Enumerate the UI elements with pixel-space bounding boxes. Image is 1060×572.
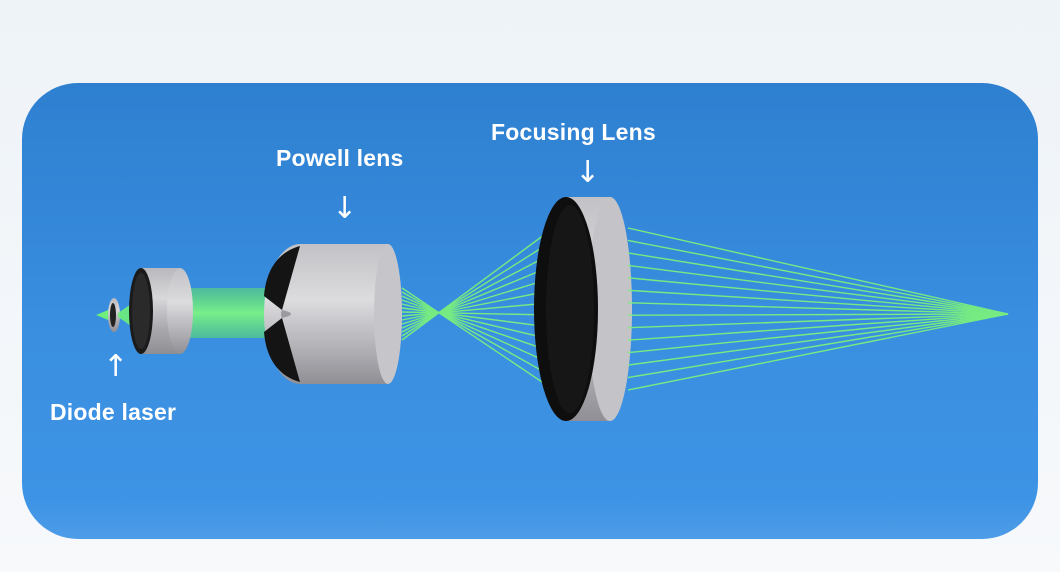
converging-ray (627, 313, 1009, 379)
converging-ray (627, 313, 1009, 316)
diode-laser-label: Diode laser (50, 399, 177, 425)
fan-ray (401, 291, 549, 375)
converging-ray (627, 313, 1009, 329)
fan-ray (401, 278, 549, 325)
converging-ray (627, 277, 1009, 315)
powell-lens (264, 244, 402, 384)
converging-ray (627, 313, 1009, 391)
focusing-lens (534, 197, 632, 421)
fan-ray (401, 255, 549, 333)
fan-ray (401, 266, 549, 329)
fan-ray (401, 307, 549, 328)
converging-ray (627, 227, 1009, 315)
fan-ray (401, 243, 549, 337)
converging-ray (627, 264, 1009, 315)
fan-ray (401, 290, 549, 321)
converging-ray (627, 302, 1009, 315)
fan-ray (401, 302, 549, 317)
converging-ray (627, 239, 1009, 315)
fan-ray (401, 303, 549, 340)
converging-rays (627, 227, 1009, 391)
converging-ray (627, 252, 1009, 315)
diode-laser-emitter (96, 298, 134, 332)
collimator-lens (129, 268, 193, 354)
fan-ray (401, 295, 549, 363)
fan-ray (401, 299, 549, 352)
converging-ray (627, 313, 1009, 341)
powell-lens-label: Powell lens (276, 145, 404, 171)
focusing-lens-label: Focusing Lens (491, 119, 656, 145)
fan-ray (401, 311, 549, 316)
fan-ray (401, 287, 549, 387)
powell-lens-arrow-icon: ↓ (332, 191, 358, 226)
fan-rays (401, 231, 549, 387)
converging-ray (627, 289, 1009, 315)
converging-ray (627, 313, 1009, 354)
focusing-lens-arrow-icon: ↓ (575, 155, 601, 190)
converging-ray (627, 313, 1009, 366)
diode-laser-arrow-icon: ↑ (103, 349, 129, 384)
fan-ray (401, 231, 549, 341)
